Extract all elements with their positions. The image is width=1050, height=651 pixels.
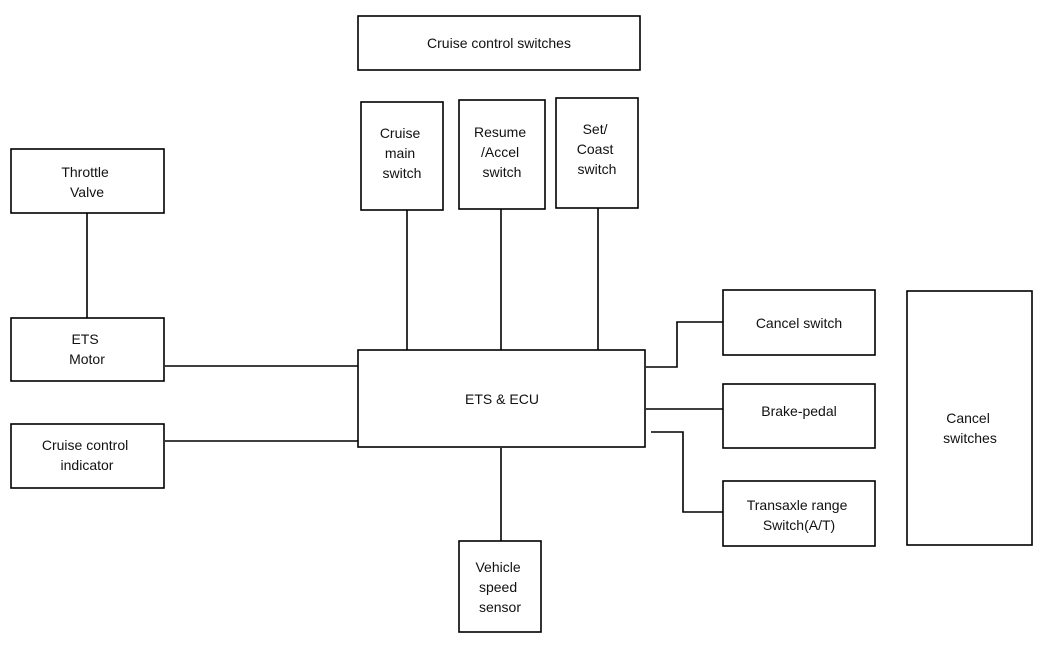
block-brake-pedal-label: Brake-pedal (761, 403, 837, 419)
block-cancel-switches: Cancel switches (906, 290, 1033, 546)
block-cancel-switches-line-1: Cancel (946, 410, 990, 426)
block-resume-accel-switch: Resume /Accel switch (458, 99, 546, 210)
block-throttle-valve-line-2: Valve (70, 184, 104, 200)
wire-ecu-to-cancel-switch (646, 321, 723, 368)
block-cruise-control-indicator-line-1: Cruise control (42, 437, 128, 453)
block-vehicle-speed-sensor-line-1: Vehicle (475, 559, 520, 575)
block-ets-ecu-label: ETS & ECU (465, 391, 539, 407)
block-vehicle-speed-sensor-line-3: sensor (479, 599, 521, 615)
block-transaxle-range-switch: Transaxle range Switch(A/T) (722, 480, 876, 547)
block-set-coast-switch-line-3: switch (578, 161, 617, 177)
svg-text:Vehicle speed sens: Vehicle speed sensor (475, 559, 524, 615)
block-vehicle-speed-sensor-line-2: speed (479, 579, 517, 595)
wire-ecu-to-transaxle-switch (651, 431, 723, 513)
block-throttle-valve: Throttle Valve (10, 148, 165, 214)
block-throttle-valve-line-1: Throttle (61, 164, 109, 180)
block-vehicle-speed-sensor: Vehicle speed sensor (458, 540, 542, 633)
block-cancel-switches-line-2: switches (943, 430, 997, 446)
block-transaxle-range-switch-line-1: Transaxle range (747, 497, 848, 513)
block-ets-ecu: ETS & ECU (357, 349, 646, 448)
block-resume-accel-switch-line-1: Resume (474, 124, 526, 140)
block-cruise-control-switches: Cruise control switches (357, 15, 641, 71)
block-brake-pedal: Brake-pedal (722, 383, 876, 449)
block-set-coast-switch: Set/ Coast switch (555, 97, 639, 209)
block-cruise-main-switch: Cruise main switch (360, 101, 444, 211)
block-cruise-main-switch-line-3: switch (383, 165, 422, 181)
svg-text:Cancel switches: Cancel switches (943, 410, 997, 446)
block-cruise-control-switches-label: Cruise control switches (427, 35, 571, 51)
svg-text:Cruise main switch: Cruise main switch (380, 125, 424, 181)
block-cruise-control-indicator-line-2: indicator (61, 457, 114, 473)
block-set-coast-switch-line-1: Set/ (583, 121, 608, 137)
block-cancel-switch: Cancel switch (722, 289, 876, 356)
svg-text:Cruise control indicator: Cruise control indicator (42, 437, 132, 473)
block-ets-motor-line-1: ETS (71, 331, 98, 347)
svg-text:Transaxle range Switch(A: Transaxle range Switch(A/T) (747, 497, 852, 533)
block-ets-motor-line-2: Motor (69, 351, 105, 367)
block-cruise-main-switch-line-1: Cruise (380, 125, 421, 141)
block-cruise-control-indicator: Cruise control indicator (10, 423, 165, 489)
svg-text:Throttle Valve: Throttle Valve (61, 164, 112, 200)
block-cruise-main-switch-line-2: main (385, 145, 415, 161)
svg-text:Resume /Accel swit: Resume /Accel switch (474, 124, 530, 180)
svg-text:Set/ Coast switch: Set/ Coast switch (577, 121, 617, 177)
block-ets-motor: ETS Motor (10, 317, 165, 382)
block-transaxle-range-switch-line-2: Switch(A/T) (763, 517, 835, 533)
block-resume-accel-switch-line-3: switch (483, 164, 522, 180)
block-cancel-switch-label: Cancel switch (756, 315, 842, 331)
block-set-coast-switch-line-2: Coast (577, 141, 614, 157)
block-resume-accel-switch-line-2: /Accel (481, 144, 519, 160)
svg-text:ETS Motor: ETS Motor (69, 331, 105, 367)
connections (86, 208, 723, 541)
